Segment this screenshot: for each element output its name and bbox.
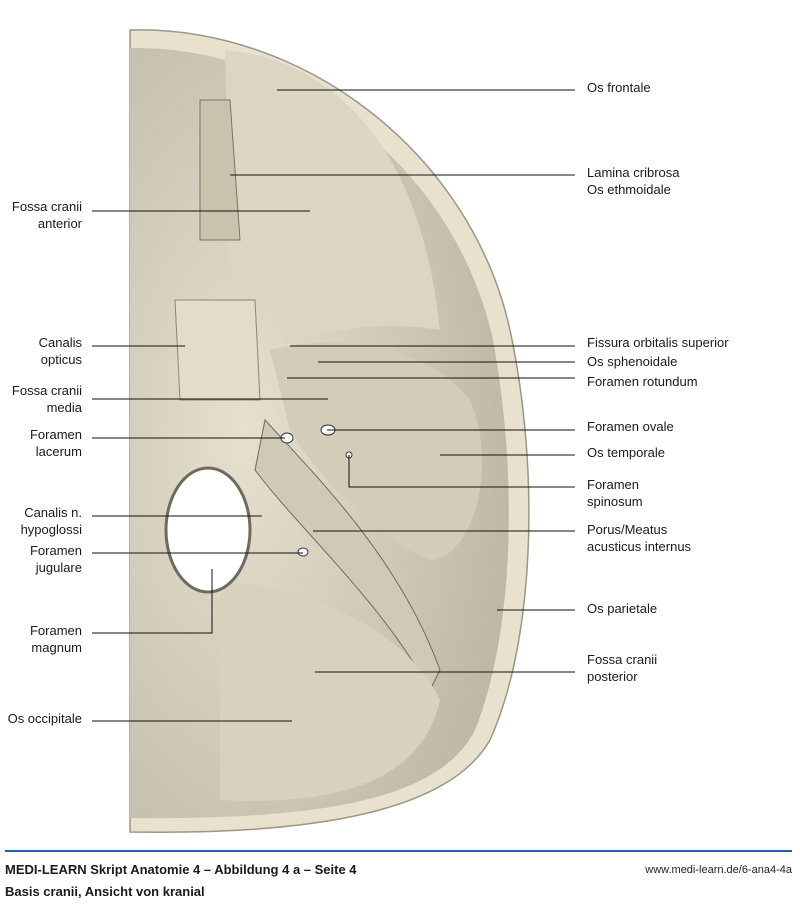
petrous-ridge <box>254 418 441 692</box>
middle-fossa <box>270 342 483 560</box>
label-line: opticus <box>40 352 82 367</box>
label-line: lacerum <box>35 444 82 459</box>
crista-galli <box>199 99 241 241</box>
label-line: media <box>46 400 82 415</box>
label-line: anterior <box>37 216 82 231</box>
skull-base-illustration <box>92 29 575 833</box>
label-line: magnum <box>31 640 82 655</box>
label-line: hypoglossi <box>20 522 82 537</box>
posterior-fossa <box>220 580 440 801</box>
label-line: Fossa cranii <box>11 383 82 398</box>
footer-title: MEDI-LEARN Skript Anatomie 4 – Abbildung… <box>5 862 357 877</box>
label-line: Foramen <box>587 477 640 492</box>
leader-lines <box>92 89 575 722</box>
label-line: Canalis <box>38 335 82 350</box>
footer-subtitle: Basis cranii, Ansicht von kranial <box>5 884 205 899</box>
footer-divider <box>5 850 792 852</box>
label-foramen-lacerum: Foramen lacerum <box>30 426 82 460</box>
label-foramen-magnum: Foramen magnum <box>30 622 82 656</box>
label-line: Porus/Meatus <box>587 522 668 537</box>
label-os-temporale: Os temporale <box>587 444 665 461</box>
foramen-magnum-hole <box>164 466 252 594</box>
anterior-fossa <box>225 50 440 345</box>
label-os-sphenoidale: Os sphenoidale <box>587 353 677 370</box>
label-line: Os occipitale <box>7 711 82 726</box>
label-line: Foramen <box>29 543 82 558</box>
foramen-jugulare-hole <box>297 547 309 557</box>
label-fossa-cranii-media: Fossa cranii media <box>12 382 82 416</box>
label-line: Foramen <box>29 427 82 442</box>
label-line: spinosum <box>587 494 643 509</box>
label-foramen-spinosum: Foramen spinosum <box>587 476 643 510</box>
label-foramen-rotundum: Foramen rotundum <box>587 373 698 390</box>
label-line: jugulare <box>35 560 82 575</box>
label-canalis-n-hypoglossi: Canalis n. hypoglossi <box>21 504 82 538</box>
label-os-frontale: Os frontale <box>587 79 651 96</box>
label-line: Os ethmoidale <box>587 182 671 197</box>
label-line: Foramen rotundum <box>587 374 698 389</box>
label-porus-meatus: Porus/Meatus acusticus internus <box>587 521 691 555</box>
label-line: Os parietale <box>587 601 658 616</box>
label-fissura-orbitalis-superior: Fissura orbitalis superior <box>587 334 729 351</box>
label-line: Foramen ovale <box>587 419 674 434</box>
label-foramen-jugulare: Foramen jugulare <box>30 542 82 576</box>
label-line: Fossa cranii <box>587 652 658 667</box>
label-foramen-ovale: Foramen ovale <box>587 418 674 435</box>
label-fossa-cranii-anterior: Fossa cranii anterior <box>12 198 82 232</box>
label-line: Canalis n. <box>24 505 82 520</box>
label-canalis-opticus: Canalis opticus <box>39 334 82 368</box>
label-line: Os temporale <box>587 445 666 460</box>
label-line: Fossa cranii <box>11 199 82 214</box>
label-line: Lamina cribrosa <box>587 165 680 180</box>
sella-turcica <box>174 299 261 401</box>
label-line: posterior <box>587 669 638 684</box>
footer-url[interactable]: www.medi-learn.de/6-ana4-4a <box>645 864 792 876</box>
label-lamina-cribrosa: Lamina cribrosa Os ethmoidale <box>587 164 680 198</box>
label-line: Foramen <box>29 623 82 638</box>
label-os-occipitale: Os occipitale <box>8 710 82 727</box>
label-line: Os sphenoidale <box>587 354 678 369</box>
label-line: Fissura orbitalis superior <box>587 335 729 350</box>
label-fossa-cranii-posterior: Fossa cranii posterior <box>587 651 657 685</box>
label-line: Os frontale <box>587 80 651 95</box>
label-os-parietale: Os parietale <box>587 600 657 617</box>
label-line: acusticus internus <box>587 539 692 554</box>
